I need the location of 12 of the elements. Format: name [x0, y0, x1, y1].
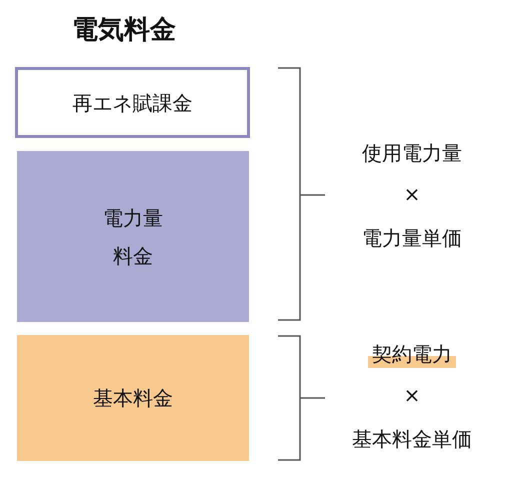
multiply-sign: × [404, 182, 420, 206]
diagram-title: 電気料金 [72, 14, 176, 47]
formula-term: 電力量単価 [362, 225, 462, 252]
block-label: 基本料金 [93, 385, 173, 412]
block [17, 335, 249, 461]
block-label: 電力量料金 [102, 204, 164, 270]
multiply-sign: × [404, 383, 420, 407]
formula-term: 基本料金単価 [352, 426, 472, 453]
block-label: 再エネ賦課金 [72, 90, 192, 116]
block [17, 151, 249, 322]
block [15, 67, 250, 138]
formula-term: 使用電力量 [362, 140, 462, 167]
